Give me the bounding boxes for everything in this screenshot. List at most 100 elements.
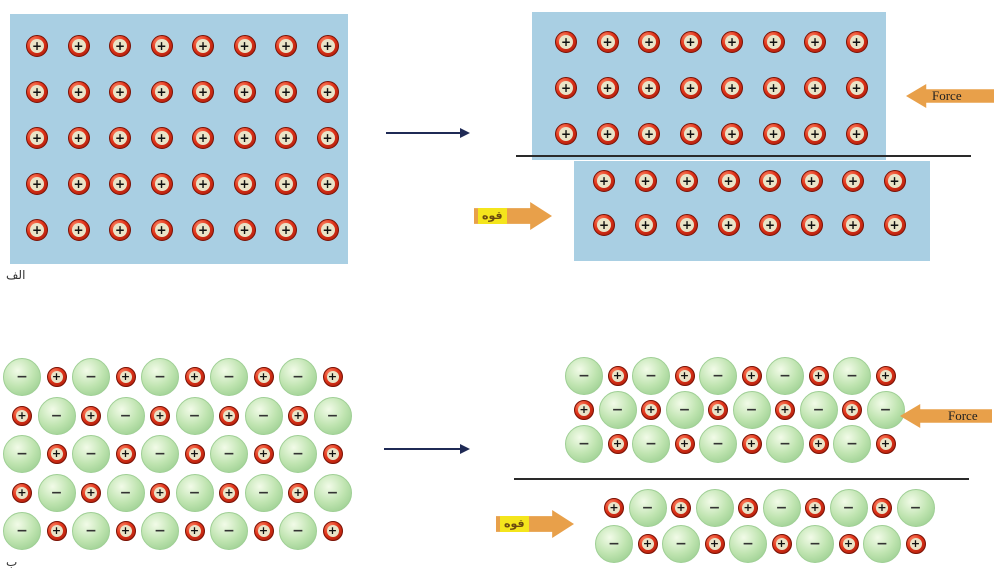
anion-ion: − [863, 525, 901, 563]
plus-sign: + [812, 369, 825, 382]
minus-sign: − [50, 407, 63, 424]
anion-ion: − [244, 473, 283, 512]
cation-ion: + [842, 400, 862, 420]
cation-ion: + [115, 444, 136, 464]
plus-sign: + [680, 174, 694, 188]
cation-ion: + [253, 521, 274, 541]
anion-ion: − [279, 512, 317, 550]
anion-ion: − [244, 396, 283, 435]
plus-sign: + [30, 223, 44, 237]
cation-ion: + [316, 219, 339, 241]
minus-sign: − [16, 446, 28, 462]
anion-ion: − [732, 391, 771, 429]
plus-sign: + [196, 223, 210, 237]
plus-sign: + [808, 35, 822, 49]
anion-ion: − [662, 525, 700, 563]
plus-sign: + [279, 85, 293, 99]
plus-sign: + [638, 174, 653, 188]
anion-ion: − [565, 425, 603, 463]
plus-sign: + [642, 35, 656, 49]
plus-sign: + [849, 81, 864, 95]
plus-sign: + [154, 223, 169, 237]
transition-arrow-bottom [384, 448, 460, 450]
cation-ion: + [721, 31, 743, 53]
cation-ion: + [808, 366, 829, 386]
anion-ion: − [632, 425, 670, 463]
anion-ion: − [72, 435, 110, 473]
anion-ion: − [833, 357, 871, 395]
plus-sign: + [292, 408, 304, 422]
cation-ion: + [738, 498, 758, 518]
plus-sign: + [71, 131, 86, 145]
anion-ion: − [729, 525, 767, 563]
minus-sign: − [292, 523, 304, 539]
minus-sign: − [608, 536, 620, 552]
cation-ion: + [316, 81, 339, 103]
plus-sign: + [279, 223, 293, 237]
plus-sign: + [642, 127, 656, 141]
minus-sign: − [712, 368, 724, 384]
plus-sign: + [879, 369, 892, 382]
plus-sign: + [600, 127, 615, 141]
plus-sign: + [196, 131, 210, 145]
cation-ion: + [150, 173, 173, 195]
cation-ion: + [804, 123, 826, 145]
plus-sign: + [846, 174, 860, 188]
anion-ion: − [279, 435, 317, 473]
anion-ion: − [896, 489, 935, 527]
minus-sign: − [745, 402, 758, 418]
plus-sign: + [559, 35, 573, 49]
minus-sign: − [846, 436, 858, 452]
cation-ion: + [26, 173, 48, 195]
cation-ion: + [741, 366, 762, 386]
anion-ion: − [3, 435, 41, 473]
minus-sign: − [611, 402, 624, 418]
cation-ion: + [109, 173, 131, 195]
cation-ion: + [233, 81, 256, 103]
anion-ion: − [598, 391, 637, 429]
plus-sign: + [196, 39, 210, 53]
cation-ion: + [192, 127, 214, 149]
plus-sign: + [113, 85, 127, 99]
cation-ion: + [26, 35, 48, 57]
cation-ion: + [762, 31, 785, 53]
anion-ion: − [313, 396, 352, 435]
cation-ion: + [115, 521, 136, 541]
cation-ion: + [150, 81, 173, 103]
cation-ion: + [641, 400, 661, 420]
cation-ion: + [115, 367, 136, 387]
anion-ion: − [3, 512, 41, 550]
anion-ion: − [141, 358, 179, 396]
plus-sign: + [113, 177, 127, 191]
anion-ion: − [37, 473, 76, 512]
minus-sign: − [154, 369, 166, 385]
cation-ion: + [67, 127, 90, 149]
plus-sign: + [559, 81, 573, 95]
cation-ion: + [805, 498, 825, 518]
cation-ion: + [872, 498, 892, 518]
cation-ion: + [322, 521, 343, 541]
plus-sign: + [712, 403, 724, 416]
cation-ion: + [555, 77, 577, 99]
minus-sign: − [85, 369, 97, 385]
plus-sign: + [766, 81, 781, 95]
minus-sign: − [85, 446, 97, 462]
plus-sign: + [683, 127, 698, 141]
plus-sign: + [326, 370, 339, 383]
slip-plane-top [516, 155, 971, 157]
cation-ion: + [192, 219, 214, 241]
cation-ion: + [674, 434, 695, 454]
plus-sign: + [876, 501, 888, 514]
cation-ion: + [883, 170, 906, 192]
anion-ion: − [72, 358, 110, 396]
cation-ion: + [634, 214, 657, 236]
cation-ion: + [845, 123, 868, 145]
minus-sign: − [292, 446, 304, 462]
plus-sign: + [708, 537, 721, 550]
plus-sign: + [237, 39, 252, 53]
plus-sign: + [188, 447, 201, 460]
anion-ion: − [210, 358, 248, 396]
cation-ion: + [150, 405, 170, 426]
cation-ion: + [275, 35, 297, 57]
plus-sign: + [71, 85, 86, 99]
